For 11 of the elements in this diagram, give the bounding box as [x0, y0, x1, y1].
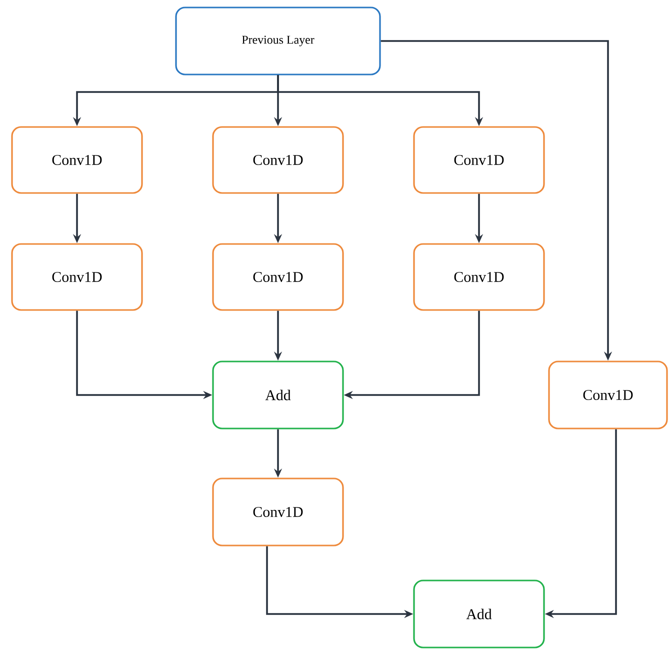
- layer-box: Previous Layer: [175, 6, 381, 76]
- add-box: Add: [413, 580, 545, 648]
- conv-box: Conv1D: [212, 126, 344, 194]
- conv-box: Conv1D: [212, 478, 344, 546]
- conv-box: Conv1D: [11, 243, 143, 311]
- conv-box: Conv1D: [413, 243, 545, 311]
- conv-box: Conv1D: [11, 126, 143, 194]
- conv-box: Conv1D: [212, 243, 344, 311]
- conv-box: Conv1D: [548, 360, 668, 430]
- add-box: Add: [212, 360, 344, 430]
- conv-box: Conv1D: [413, 126, 545, 194]
